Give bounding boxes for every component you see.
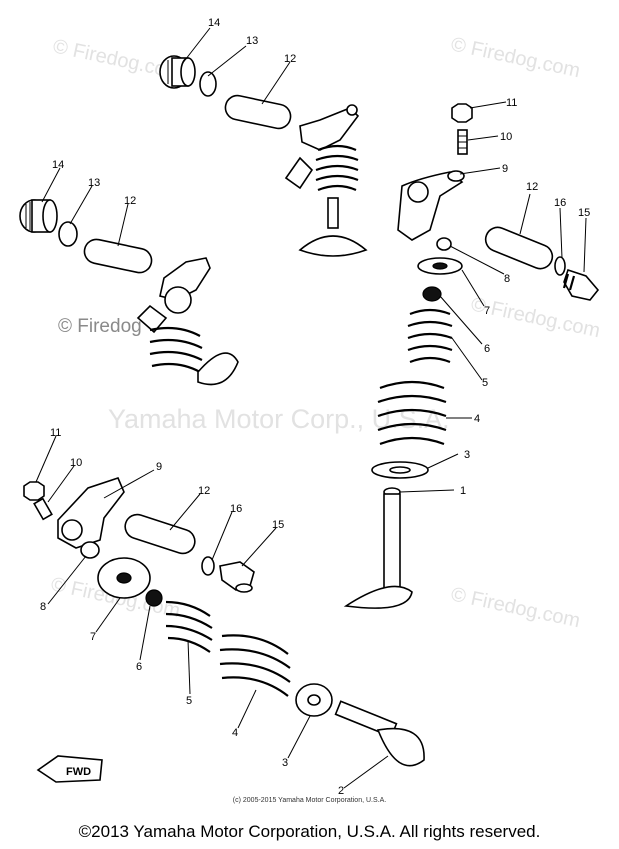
label-8-left: 8 — [40, 601, 46, 613]
label-9-right: 9 — [502, 163, 508, 175]
label-14-left: 14 — [52, 159, 64, 171]
label-16-right: 16 — [554, 197, 566, 209]
washer-16-left — [201, 556, 215, 576]
leader-lines — [35, 27, 587, 789]
watermark-yamaha: Yamaha Motor Corp., U.S.A. — [108, 404, 450, 434]
diagram-copyright: (c) 2005-2015 Yamaha Motor Corporation, … — [232, 797, 387, 804]
plug-14-left — [19, 199, 58, 233]
valve-1-right — [343, 487, 413, 609]
label-11-right: 11 — [506, 97, 517, 109]
label-4-right: 4 — [474, 413, 480, 425]
label-6-right: 6 — [484, 343, 490, 355]
cap-8-left — [80, 541, 100, 559]
rocker-valve-assembly-top — [284, 104, 368, 257]
seat-3-right — [371, 461, 429, 479]
plug-15-left — [219, 561, 255, 593]
fwd-arrow: FWD — [36, 755, 103, 783]
shaft-12-left-bottom — [124, 513, 196, 555]
label-5-left: 5 — [186, 695, 192, 707]
label-12-top: 12 — [284, 53, 296, 65]
nut-11-left — [23, 481, 45, 501]
label-13-left: 13 — [88, 177, 100, 189]
collet-6-left — [145, 589, 163, 607]
label-1-right: 1 — [460, 485, 466, 497]
label-3-left: 3 — [282, 757, 288, 769]
label-3-right: 3 — [464, 449, 470, 461]
shaft-12-left — [83, 238, 153, 274]
label-9-left: 9 — [156, 461, 162, 473]
plug-15-right — [562, 268, 600, 301]
nut-11-right — [451, 103, 473, 123]
washer-13-left — [58, 221, 78, 247]
label-13-top: 13 — [246, 35, 258, 47]
seat-3-left — [295, 683, 333, 717]
watermark-top-right: © Firedog.com — [449, 33, 582, 82]
outer-spring-4-left — [219, 634, 291, 697]
screw-10-right — [457, 129, 468, 155]
shaft-12-right — [484, 226, 554, 270]
washer-16-right — [554, 256, 566, 276]
label-5-right: 5 — [482, 377, 488, 389]
label-7-left: 7 — [90, 631, 96, 643]
outer-spring-4-right — [377, 380, 447, 446]
inner-spring-5-left — [165, 600, 213, 653]
label-6-left: 6 — [136, 661, 142, 673]
fwd-label: FWD — [66, 766, 91, 778]
washer-13-top — [199, 71, 217, 97]
collet-6-right — [422, 286, 442, 302]
screw-10-left — [33, 497, 53, 521]
plug-14-top — [159, 55, 196, 89]
valve-2-left — [334, 700, 425, 767]
watermark-bottom-right: © Firedog.com — [449, 583, 582, 632]
footer-copyright: ©2013 Yamaha Motor Corporation, U.S.A. A… — [78, 822, 541, 841]
rocker-valve-assembly-left — [136, 257, 239, 386]
label-7-right: 7 — [484, 305, 490, 317]
label-4-left: 4 — [232, 727, 238, 739]
watermark-mid-right: © Firedog.com — [469, 293, 602, 342]
label-12-left-bottom: 12 — [198, 485, 210, 497]
label-2-left: 2 — [338, 785, 344, 797]
retainer-7-left — [97, 557, 151, 599]
label-16-left: 16 — [230, 503, 242, 515]
label-12-right: 12 — [526, 181, 538, 193]
label-15-right: 15 — [578, 207, 590, 219]
watermark-left-mid: © Firedog — [58, 316, 142, 337]
label-11-left: 11 — [50, 427, 61, 439]
label-10-left: 10 — [70, 457, 82, 469]
rocker-arm-9-left — [57, 477, 125, 549]
cap-8-right — [436, 237, 452, 251]
label-14-top: 14 — [208, 17, 220, 29]
retainer-7-right — [417, 257, 463, 275]
label-15-left: 15 — [272, 519, 284, 531]
label-12-left: 12 — [124, 195, 136, 207]
label-8-right: 8 — [504, 273, 510, 285]
rocker-arm-9-right — [397, 170, 465, 241]
shaft-12-top — [224, 94, 292, 130]
label-10-right: 10 — [500, 131, 512, 143]
inner-spring-5-right — [407, 308, 453, 364]
